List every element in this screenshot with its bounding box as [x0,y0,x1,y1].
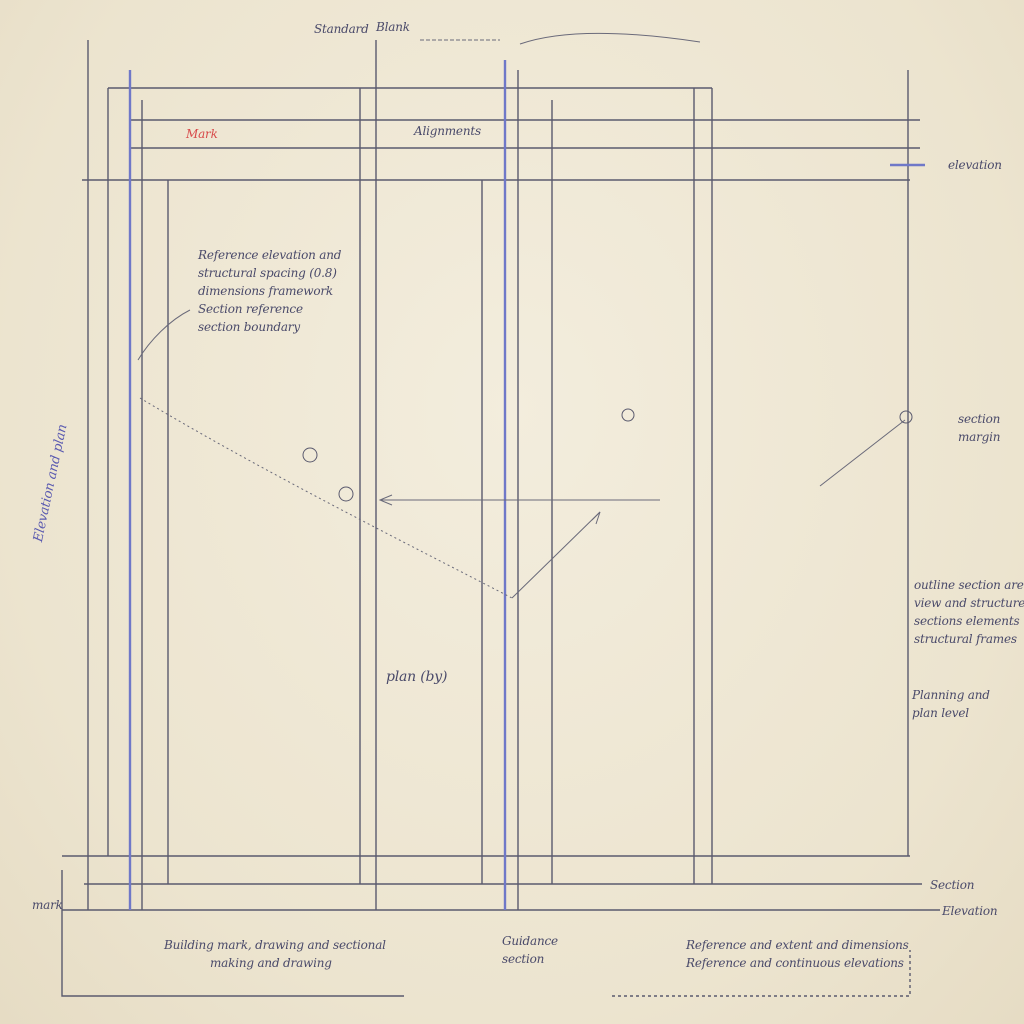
diagonal-dotted [139,397,513,599]
bottom-right-note-line: Reference and continuous elevations [686,956,904,970]
right-mid-block: section margin [958,410,1001,446]
left-note-line: section boundary [198,320,300,334]
right-low-line: Planning and [912,688,990,702]
bottom-left-note-line: Building mark, drawing and sectional [164,938,386,952]
right-low-line: plan level [912,706,969,720]
top-label-1: Standard [314,22,369,36]
right-note-line: view and structure [914,596,1024,610]
marker-circle-3 [899,410,913,424]
left-note-line: dimensions framework [198,284,333,298]
right-low-block: Planning and plan level [912,686,990,722]
left-note-line: structural spacing (0.8) [198,266,337,280]
top-curve [519,32,701,45]
arrow-head-left [378,494,393,506]
left-note-block: Reference elevation and structural spaci… [198,246,341,336]
left-note-line: Section reference [198,302,303,316]
marker-circle-4 [338,486,354,502]
left-note-line: Reference elevation and [198,248,342,262]
bottom-dimension-line [61,870,404,997]
leader-left [137,309,191,361]
diagonal-up [511,511,601,599]
bottom-right-note-block: Reference and extent and dimensions Refe… [686,936,909,972]
right-note-line: structural frames [914,632,1017,646]
center-label: plan (by) [386,669,448,685]
bottom-right-label-2: Elevation [942,904,998,918]
marker-circle-2 [621,408,635,422]
right-note-block: outline section area view and structure … [914,576,1024,648]
bottom-center-line: Guidance [502,934,558,948]
bottom-center-line: section [502,952,545,966]
bottom-right-note-line: Reference and extent and dimensions [686,938,909,952]
right-top-label: elevation [948,158,1002,172]
arrow-head-up [591,511,601,525]
header-center-label: Alignments [414,124,481,138]
top-label-2: Blank [376,20,410,34]
bottom-center-block: Guidance section [502,932,558,968]
bottom-left-tag: mark [32,898,63,912]
right-note-line: sections elements [914,614,1020,628]
bottom-left-note-line: making and drawing [210,956,332,970]
right-mid-line: section [958,412,1001,426]
red-tag: Mark [186,127,218,141]
right-diagonal [819,419,906,487]
bottom-left-note-block: Building mark, drawing and sectional mak… [164,936,386,972]
right-note-line: outline section area [914,578,1024,592]
bottom-right-label-1: Section [930,878,975,892]
right-mid-line: margin [958,430,1001,444]
marker-circle-1 [302,447,318,463]
